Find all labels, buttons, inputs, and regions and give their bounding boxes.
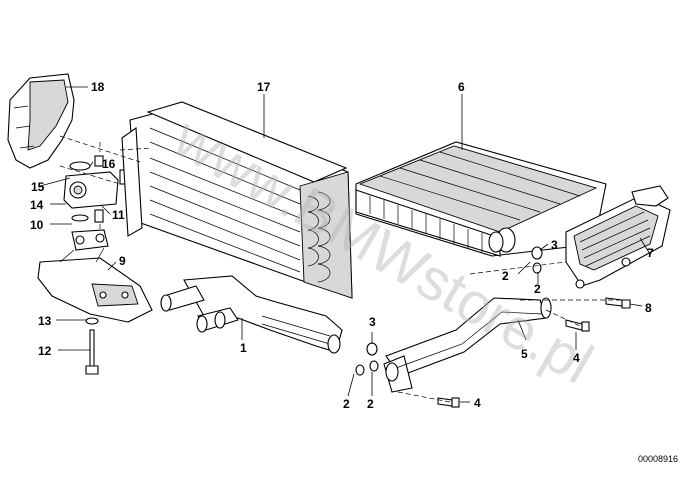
document-number: 00008916 (638, 454, 678, 464)
bolt-and-washer-part (85, 317, 99, 375)
pipe-bracket-part (37, 229, 153, 323)
evaporator-part (121, 101, 353, 299)
callout-5: 5 (521, 347, 528, 361)
callout-4: 4 (474, 396, 481, 410)
expansion-valve-part (63, 142, 129, 240)
callout-4: 4 (573, 351, 580, 365)
callout-3: 3 (369, 315, 376, 329)
callout-10: 10 (30, 218, 44, 232)
assembly-lines (59, 135, 620, 403)
pipe-assembly-part (160, 275, 343, 354)
callout-11: 11 (112, 208, 125, 222)
callout-2: 2 (343, 397, 350, 411)
callout-labels: 1 2 2 2 2 3 3 4 4 5 6 7 8 9 10 11 12 13 … (30, 80, 654, 411)
heater-core-part (355, 141, 607, 257)
pipe-assembly-5-part (383, 297, 552, 393)
callout-12: 12 (38, 344, 52, 358)
grille-cover-part (565, 185, 671, 309)
screws-part (437, 319, 590, 408)
callout-2: 2 (534, 282, 541, 296)
callout-3: 3 (551, 238, 558, 252)
callout-14: 14 (30, 198, 44, 212)
leader-lines (39, 86, 651, 403)
callout-1: 1 (240, 341, 247, 355)
callout-2: 2 (367, 397, 374, 411)
callout-13: 13 (38, 314, 52, 328)
callout-17: 17 (257, 80, 271, 94)
callout-16: 16 (102, 157, 116, 171)
cover-housing-part (7, 73, 75, 169)
callout-9: 9 (119, 254, 126, 268)
callout-2: 2 (502, 269, 509, 283)
callout-6: 6 (458, 80, 465, 94)
callout-7: 7 (647, 246, 654, 260)
callout-15: 15 (31, 180, 45, 194)
callout-8: 8 (645, 301, 652, 315)
callout-18: 18 (91, 80, 105, 94)
